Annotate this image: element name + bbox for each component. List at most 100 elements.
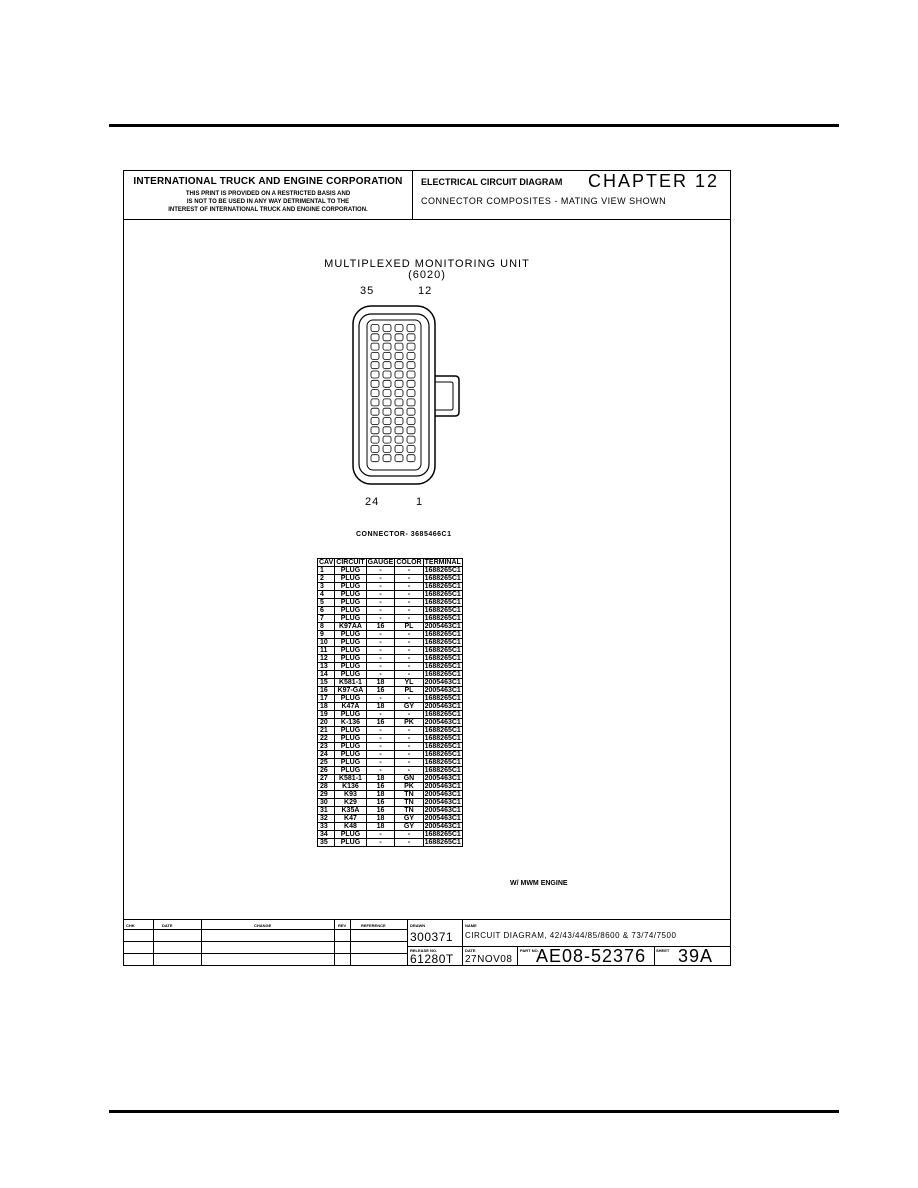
revision-block: CHK DATE CHANGE REV REFERENCE DRAWN 3003… [124,919,730,966]
cell-circuit: PLUG [334,598,367,607]
date-value: 27NOV08 [465,954,513,965]
cell-cav: 23 [316,742,336,751]
restriction-notice: THIS PRINT IS PROVIDED ON A RESTRICTED B… [124,190,412,214]
cell-terminal: 1688265C1 [422,638,463,647]
cell-color: TN [394,806,424,815]
cell-terminal: 1688265C1 [422,566,463,575]
cell-color: PL [394,622,424,631]
cell-color: - [394,838,424,847]
pin-cavity [394,379,404,388]
cell-circuit: K47A [334,702,367,711]
col-rev: REV [338,923,347,928]
cell-terminal: 1688265C1 [422,670,463,679]
cell-terminal: 2005463C1 [422,686,463,695]
pin-cavity [406,417,416,425]
cell-circuit: PLUG [334,662,367,671]
bottom-rule [109,1110,839,1113]
cell-color: - [394,582,424,591]
pin-cavity [382,435,392,444]
cell-gauge: - [365,638,396,647]
cell-gauge: - [365,606,396,615]
pin-cavity [406,379,416,388]
cell-cav: 31 [316,806,336,815]
cell-gauge: 16 [365,622,396,631]
pin-cavity [394,444,404,453]
pin-cavity [406,398,416,407]
pin-cavity [382,324,392,332]
cell-circuit: K35A [334,806,367,815]
cell-terminal: 1688265C1 [422,726,463,735]
engine-note: W/ MWM ENGINE [510,880,568,887]
header-color: COLOR [394,558,424,567]
cell-gauge: - [365,766,396,775]
cell-terminal: 1688265C1 [422,654,463,663]
cell-cav: 30 [316,798,336,807]
cell-color: - [394,734,424,743]
cell-color: - [394,630,424,639]
cell-terminal: 1688265C1 [422,582,463,591]
release-label: RELEASE NO. [410,948,438,953]
cell-gauge: - [365,582,396,591]
cell-gauge: - [365,734,396,743]
pin-cavity [370,361,380,370]
pin-cavity [406,370,416,379]
unit-title: MULTIPLEXED MONITORING UNIT [324,258,530,270]
cell-circuit: K97-GA [334,686,367,695]
diagram-subtitle: CONNECTOR COMPOSITES - MATING VIEW SHOWN [421,196,667,206]
cell-circuit: PLUG [334,614,367,623]
pin-cavity [394,352,404,360]
cell-terminal: 2005463C1 [422,790,463,799]
pin-cavity [394,417,404,425]
pin-cavity [394,454,404,463]
company-name: INTERNATIONAL TRUCK AND ENGINE CORPORATI… [133,176,403,187]
cell-terminal: 1688265C1 [422,838,463,847]
cell-terminal: 2005463C1 [422,702,463,711]
cell-cav: 12 [316,654,336,663]
pin-cavity [370,426,380,435]
release-value: 61280T [410,952,454,966]
cell-gauge: - [365,750,396,759]
cell-terminal: 1688265C1 [422,694,463,703]
unit-code: (6020) [408,269,446,281]
col-date: DATE [162,923,173,928]
cell-gauge: 18 [365,814,396,823]
cell-color: - [394,590,424,599]
cell-color: PK [394,718,424,727]
drawn-value: 300371 [410,930,454,944]
pin-cavity [370,444,380,453]
cell-cav: 13 [316,662,336,671]
cell-terminal: 1688265C1 [422,598,463,607]
notice-line: IS NOT TO BE USED IN ANY WAY DETRIMENTAL… [186,199,350,205]
cell-cav: 25 [316,758,336,767]
header-gauge: GAUGE [365,558,396,567]
name-label: NAME [465,923,477,928]
cell-color: - [394,638,424,647]
pin-cavity [370,435,380,444]
pin-cavity [382,398,392,407]
cell-gauge: 16 [365,806,396,815]
pin-cavity [382,333,392,342]
cell-cav: 27 [316,774,336,783]
cell-gauge: - [365,654,396,663]
cell-gauge: - [365,694,396,703]
pin-cavity [394,407,404,416]
cell-terminal: 1688265C1 [422,710,463,719]
chapter-number: CHAPTER 12 [588,171,720,191]
cell-cav: 19 [316,710,336,719]
cell-circuit: K581-1 [334,678,367,687]
cell-terminal: 1688265C1 [422,606,463,615]
cell-cav: 1 [316,566,336,575]
connector-drawing [352,305,460,485]
date-label: DATE [465,948,476,953]
cell-gauge: 18 [365,774,396,783]
